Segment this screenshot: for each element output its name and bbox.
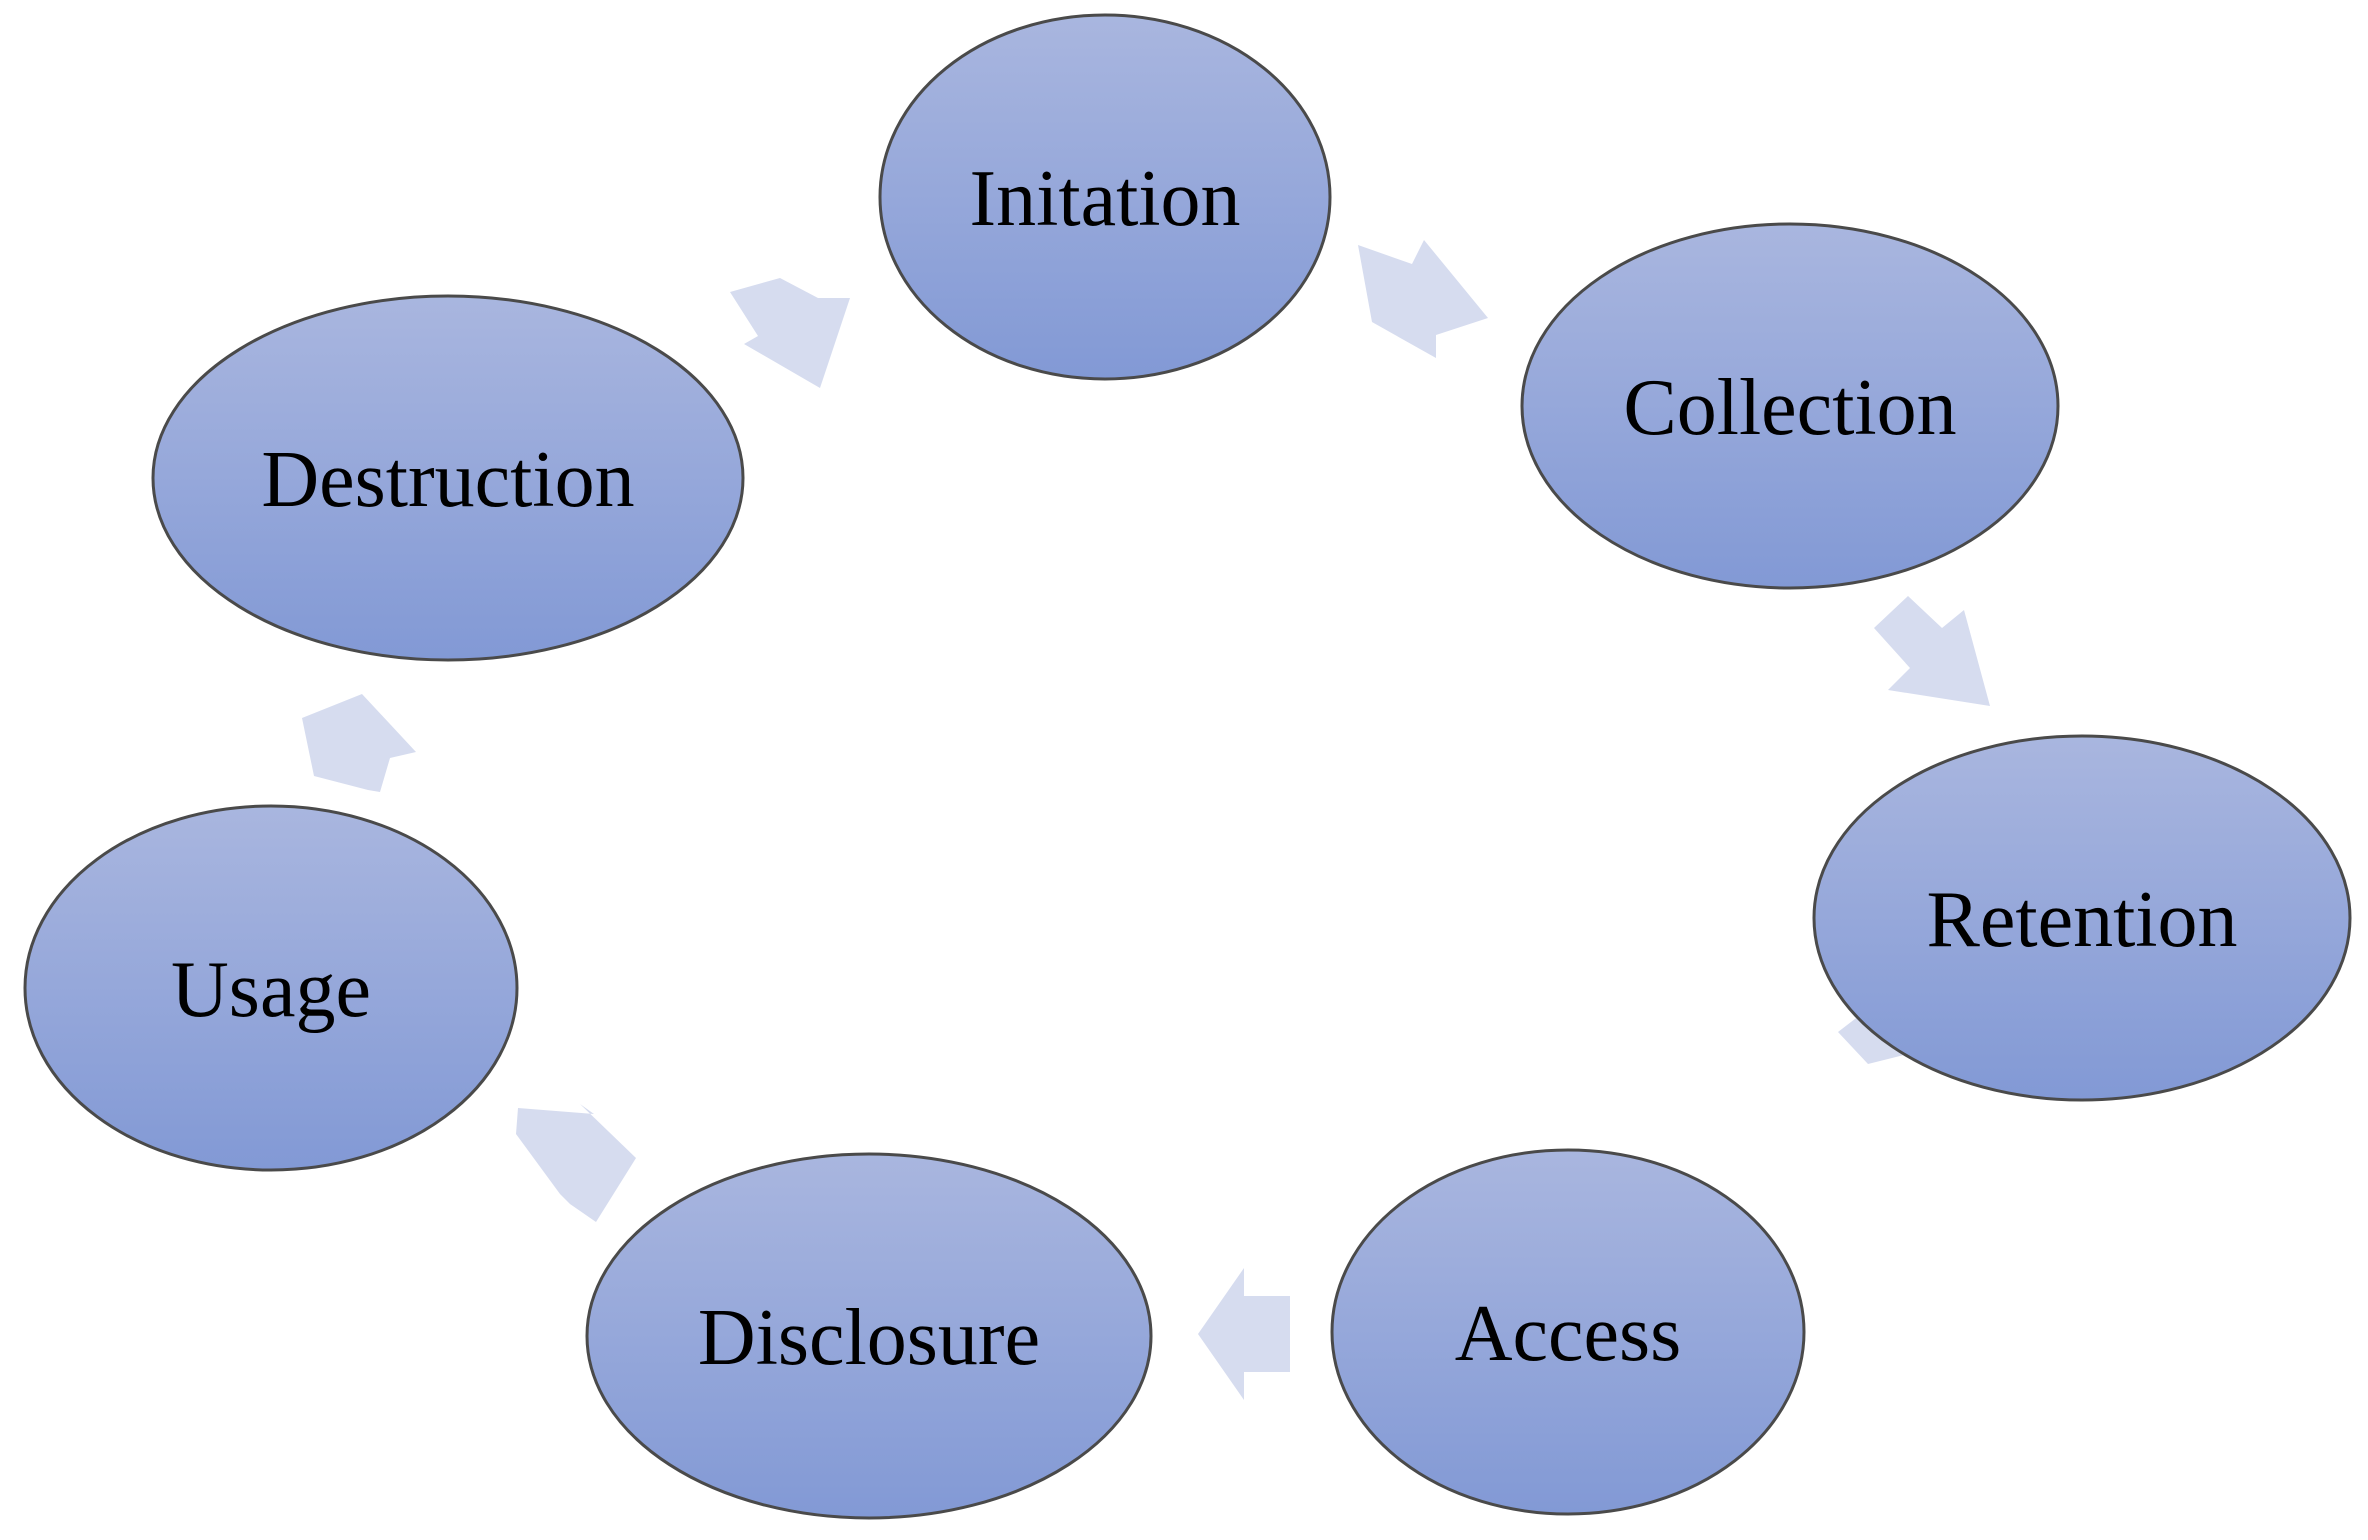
arrow-destruction-to-initation bbox=[730, 278, 850, 388]
stage-ellipse bbox=[1520, 222, 2060, 590]
stage-node-initation: Initation bbox=[878, 13, 1332, 381]
stage-ellipse bbox=[1330, 1148, 1806, 1516]
arrow-disclosure-to-usage bbox=[516, 1104, 636, 1222]
stage-node-access: Access bbox=[1330, 1148, 1806, 1516]
stage-label: Usage bbox=[171, 946, 371, 1034]
stage-ellipse bbox=[23, 804, 519, 1172]
stage-node-collection: Collection bbox=[1520, 222, 2060, 590]
stage-label: Disclosure bbox=[698, 1294, 1040, 1382]
stage-node-disclosure: Disclosure bbox=[585, 1152, 1153, 1520]
arrow-initation-to-collection bbox=[1358, 240, 1488, 358]
arrow-usage-to-destruction bbox=[302, 694, 416, 792]
stage-node-destruction: Destruction bbox=[151, 294, 745, 662]
stage-label: Destruction bbox=[261, 436, 634, 524]
arrow-access-to-disclosure bbox=[1198, 1268, 1290, 1400]
stage-ellipse bbox=[585, 1152, 1153, 1520]
stage-ellipse bbox=[878, 13, 1332, 381]
stage-ellipse bbox=[151, 294, 745, 662]
stage-ellipse bbox=[1812, 734, 2352, 1102]
stage-label: Collection bbox=[1623, 364, 1956, 452]
stage-label: Initation bbox=[969, 155, 1240, 243]
stage-node-usage: Usage bbox=[23, 804, 519, 1172]
stage-node-retention: Retention bbox=[1812, 734, 2352, 1102]
arrow-collection-to-retention bbox=[1874, 596, 1990, 706]
stage-label: Access bbox=[1455, 1290, 1682, 1378]
stage-label: Retention bbox=[1926, 876, 2237, 964]
